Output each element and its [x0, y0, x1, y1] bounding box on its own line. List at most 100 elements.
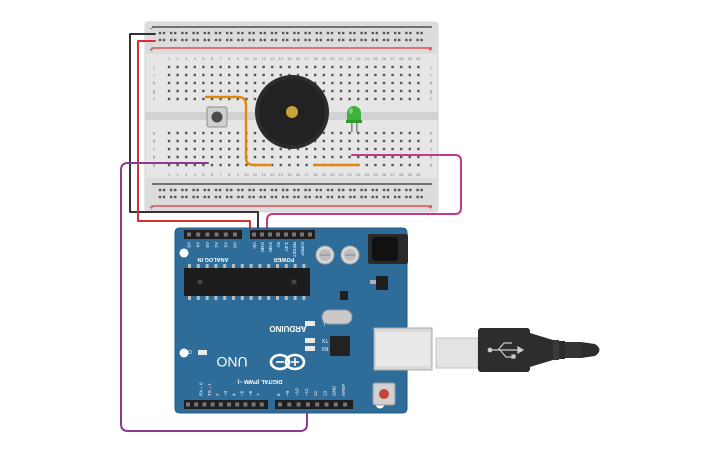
rail-hole	[319, 31, 322, 35]
breadboard-hole	[219, 155, 222, 159]
header-pin[interactable]	[187, 232, 191, 237]
power-jack[interactable]	[368, 234, 408, 264]
header-pin[interactable]	[202, 402, 207, 407]
chip-pin	[267, 296, 271, 300]
rail-hole	[252, 195, 255, 199]
rail-hole	[326, 195, 330, 199]
column-number: 2	[176, 56, 179, 61]
rail-hole	[170, 38, 173, 42]
breadboard-hole	[262, 155, 265, 159]
rail-hole	[349, 188, 352, 192]
rail-hole	[315, 188, 318, 192]
header-pin[interactable]	[252, 232, 256, 237]
header-pin[interactable]	[296, 402, 301, 407]
breadboard-hole	[365, 81, 368, 85]
header-pin[interactable]	[287, 402, 292, 407]
breadboard-hole	[253, 97, 257, 101]
purple-wire-button-pin[interactable]	[120, 162, 308, 432]
breadboard-hole	[202, 155, 205, 159]
header-pin[interactable]	[243, 402, 248, 407]
header-pin[interactable]	[268, 232, 272, 237]
pin-label: A0	[233, 242, 238, 248]
breadboard-hole	[408, 73, 411, 77]
pushbutton[interactable]	[206, 106, 228, 128]
header-pin[interactable]	[227, 402, 231, 407]
header-pin[interactable]	[292, 232, 296, 237]
reset-button[interactable]	[372, 382, 396, 406]
header-pin[interactable]	[235, 402, 240, 407]
piezo-buzzer[interactable]	[255, 75, 329, 149]
pin-label: 7	[256, 393, 261, 396]
rail-hole	[230, 195, 233, 199]
header-pin[interactable]	[233, 232, 237, 237]
header-pin[interactable]	[315, 402, 320, 407]
breadboard-hole	[417, 81, 420, 85]
breadboard-hole	[365, 147, 368, 151]
breadboard-hole	[365, 89, 368, 93]
header-pin[interactable]	[260, 232, 264, 237]
rail-hole	[416, 38, 419, 42]
column-number: 9	[237, 172, 240, 177]
chip-pin	[240, 264, 244, 268]
breadboard-hole	[202, 97, 205, 101]
breadboard-hole	[271, 65, 274, 69]
header-pin[interactable]	[196, 232, 201, 237]
breadboard-hole	[167, 65, 171, 69]
header-pin[interactable]	[210, 402, 215, 407]
column-number: 29	[408, 56, 413, 61]
header-pin[interactable]	[186, 402, 190, 407]
breadboard-hole	[348, 131, 351, 135]
header-pin[interactable]	[343, 402, 348, 407]
rail-hole	[174, 38, 177, 42]
breadboard-hole	[279, 147, 282, 151]
breadboard-hole	[296, 147, 300, 151]
pin-label: AREF	[341, 384, 346, 396]
header-pin[interactable]	[218, 402, 223, 407]
rail-hole	[218, 188, 222, 192]
rail-hole	[158, 31, 162, 35]
chip-pin	[214, 264, 218, 268]
header-pin[interactable]	[324, 402, 329, 407]
usb-cable-plug[interactable]	[435, 328, 600, 372]
breadboard-hole	[417, 139, 420, 143]
magenta-wire-gnd[interactable]	[266, 154, 462, 235]
header-pin[interactable]	[223, 232, 228, 237]
orange-wire-button-buzzer[interactable]	[204, 95, 273, 167]
header-pin[interactable]	[214, 232, 219, 237]
breadboard-hole	[219, 73, 222, 77]
row-letter: h	[430, 81, 433, 86]
rail-hole	[293, 38, 296, 42]
breadboard-hole	[391, 163, 394, 167]
header-pin[interactable]	[259, 402, 264, 407]
breadboard-hole	[314, 147, 317, 151]
header-pin[interactable]	[333, 402, 338, 407]
breadboard-hole	[228, 155, 231, 159]
header-pin[interactable]	[276, 232, 280, 237]
column-number: 3	[185, 172, 188, 177]
rail-hole	[382, 188, 386, 192]
breadboard-hole	[245, 73, 248, 77]
breadboard-hole	[357, 97, 360, 101]
row-letter: b	[153, 155, 156, 160]
header-pin[interactable]	[308, 232, 312, 237]
header-pin[interactable]	[305, 402, 310, 407]
breadboard-hole	[331, 147, 334, 151]
green-led[interactable]	[346, 106, 362, 132]
breadboard-hole	[185, 65, 188, 69]
header-pin[interactable]	[205, 232, 210, 237]
header-pin[interactable]	[194, 402, 199, 407]
rail-hole	[230, 31, 233, 35]
black-wire-gnd[interactable]	[129, 33, 259, 235]
breadboard-hole	[314, 81, 317, 85]
breadboard-hole	[271, 155, 274, 159]
header-pin[interactable]	[278, 402, 282, 407]
breadboard-hole	[219, 163, 222, 167]
rail-hole	[274, 38, 278, 42]
header-pin[interactable]	[251, 402, 256, 407]
rail-hole	[162, 195, 166, 199]
red-wire-5v[interactable]	[137, 40, 251, 235]
column-number: 21	[339, 172, 344, 177]
pin-label: Vin	[252, 242, 257, 249]
header-pin[interactable]	[300, 232, 304, 237]
header-pin[interactable]	[284, 232, 288, 237]
